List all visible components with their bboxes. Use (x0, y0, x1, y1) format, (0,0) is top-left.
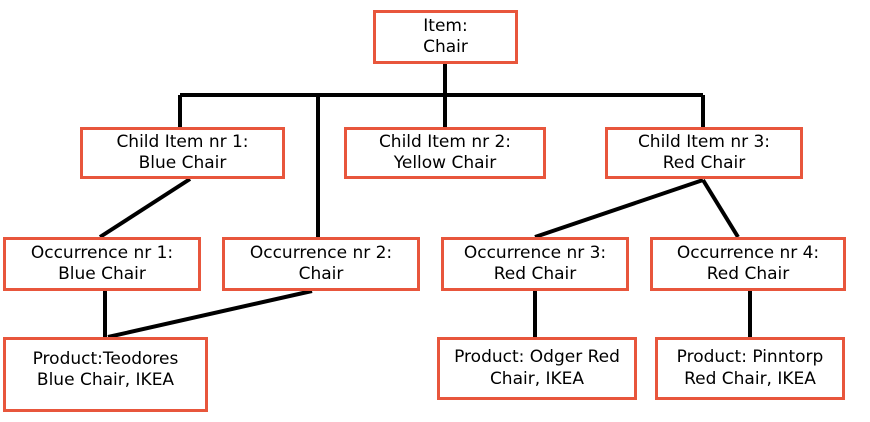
connector-child-item-1-to-occurrence-1 (98, 177, 192, 239)
node-line-1: Child Item nr 2: (378, 131, 512, 152)
node-line-2: Yellow Chair (393, 153, 497, 173)
node-line-1: Occurrence nr 4: (676, 242, 820, 263)
node-line-1: Occurrence nr 3: (463, 242, 607, 263)
connector-child-item-3-to-occurrence-4 (701, 178, 740, 239)
node-product-pinntorp[interactable]: Product: Pinntorp Red Chair, IKEA (655, 337, 845, 400)
node-line-2: Chair, IKEA (489, 368, 585, 389)
node-line-2: Red Chair (706, 264, 790, 284)
node-line-1: Child Item nr 3: (637, 131, 771, 152)
connector-child-item-3-to-occurrence-3 (534, 178, 704, 239)
node-line-2: Red Chair (662, 153, 746, 173)
node-line-2: Chair (298, 264, 344, 284)
node-child-item-1[interactable]: Child Item nr 1: Blue Chair (80, 127, 285, 179)
node-line-1: Product: Pinntorp (676, 347, 824, 368)
node-line-2: Red Chair, IKEA (684, 368, 816, 389)
node-line-1: Occurrence nr 1: (30, 242, 174, 263)
node-product-odger[interactable]: Product: Odger Red Chair, IKEA (437, 337, 637, 400)
node-line-1: Occurrence nr 2: (249, 242, 393, 263)
node-line-2: Red Chair (493, 264, 577, 284)
node-line-1: Item: (423, 15, 468, 36)
connector-occurrence-2-to-product-teodores (107, 289, 313, 339)
node-line-1: Product: Odger Red (454, 347, 620, 368)
node-line-1: Product:Teodores (32, 349, 179, 369)
node-line-2: Blue Chair (58, 264, 146, 284)
node-child-item-2[interactable]: Child Item nr 2: Yellow Chair (344, 127, 546, 179)
node-line-2: Blue Chair (138, 153, 227, 173)
node-line-2: Blue Chair, IKEA (36, 370, 175, 391)
node-occurrence-3[interactable]: Occurrence nr 3: Red Chair (441, 237, 629, 291)
node-child-item-3[interactable]: Child Item nr 3: Red Chair (605, 127, 803, 179)
node-line-1: Child Item nr 1: (116, 131, 249, 152)
node-occurrence-1[interactable]: Occurrence nr 1: Blue Chair (3, 237, 201, 291)
node-line-2: Chair (423, 37, 468, 57)
node-occurrence-4[interactable]: Occurrence nr 4: Red Chair (650, 237, 846, 291)
node-occurrence-2[interactable]: Occurrence nr 2: Chair (222, 237, 420, 291)
node-item-chair[interactable]: Item: Chair (373, 10, 518, 64)
node-product-teodores[interactable]: Product:Teodores Blue Chair, IKEA (3, 337, 208, 412)
